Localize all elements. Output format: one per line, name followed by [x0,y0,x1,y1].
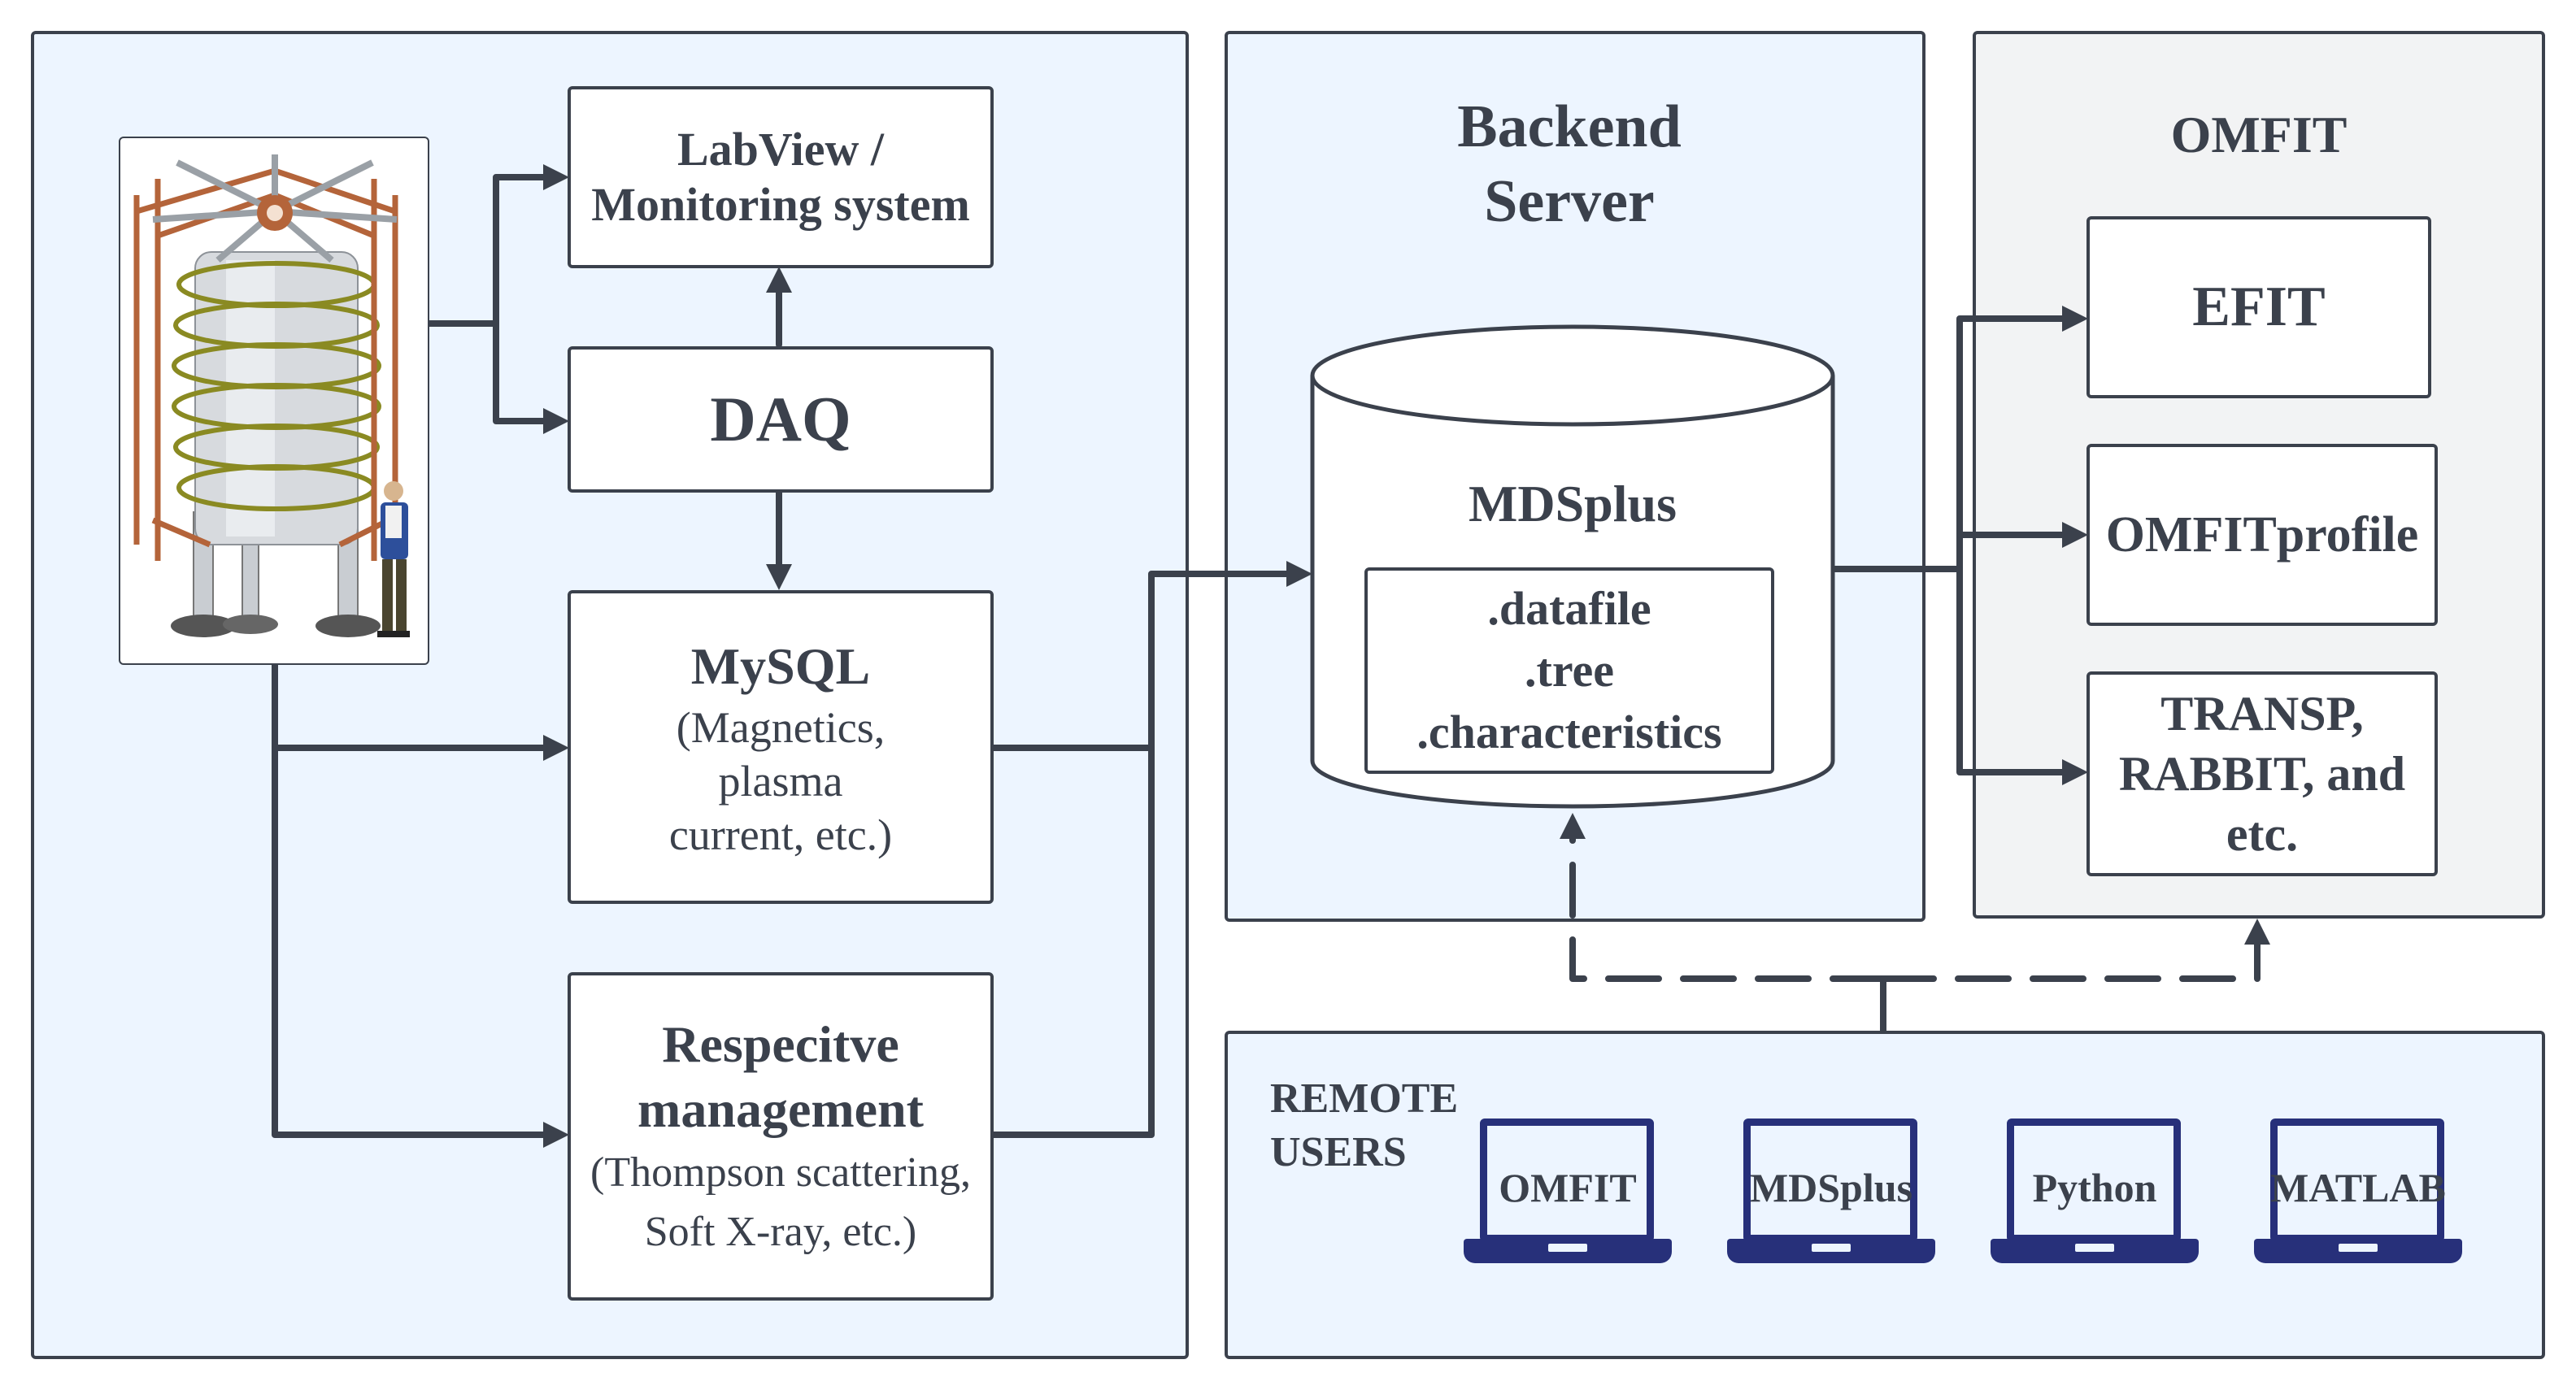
backend-title-2: Server [1484,168,1655,235]
laptop-icon [1743,1119,1917,1242]
laptop-icon [2270,1119,2444,1242]
laptop-omfit-label: OMFIT [1499,1165,1637,1210]
omfit-title: OMFIT [2170,106,2348,163]
respective-management-box: Respecitve management (Thompson scatteri… [568,972,994,1301]
transp-line-3: etc. [2226,807,2299,861]
efit-label: EFIT [2192,276,2326,338]
daq-label: DAQ [710,384,851,454]
omfitprofile-label: OMFITprofile [2105,506,2419,563]
labview-line-1: LabView / [677,123,885,176]
arrowhead-mysql [543,735,569,761]
mdsplus-to-efit-arrow [1956,315,2069,572]
laptop-mdsplus[interactable]: MDSplus [1727,1119,1935,1265]
device-to-daq-arrow [493,320,550,424]
arrowhead-efit [2062,306,2088,332]
arrowhead-mysql-down [766,564,792,590]
arrowhead-omfitprofile [2062,522,2088,548]
arrowhead-labview [543,164,569,190]
laptop-icon [1480,1119,1654,1242]
remote-users-title-2: USERS [1270,1129,1407,1175]
mysql-box: MySQL (Magnetics, plasma current, etc.) [568,590,994,904]
management-title-2: management [637,1080,924,1138]
daq-box: DAQ [568,346,994,493]
arrowhead-remote-omfit [2244,919,2270,945]
transp-line-1: TRANSP, [2160,687,2364,741]
laptop-python-label: Python [2032,1165,2157,1210]
person-figure [377,481,410,637]
mdsplus-label: MDSplus [1468,475,1677,532]
device-to-management-arrow [272,745,550,1138]
mysql-line-2: plasma [718,757,843,806]
management-title-1: Respecitve [662,1015,899,1073]
mdsplus-item-tree: .tree [1525,644,1614,697]
arrowhead-remote-mdsplus [1560,813,1586,839]
laptop-matlab[interactable]: MATLAB [2254,1119,2462,1265]
mysql-line-3: current, etc.) [668,810,893,859]
tokamak-device-illustration [119,137,429,665]
labview-line-2: Monitoring system [591,178,970,231]
device-drawing [133,154,410,637]
remote-users-title-1: REMOTE [1270,1075,1459,1122]
remote-to-mdsplus-dashed-arrow [1569,826,1886,982]
arrowhead-management [543,1122,569,1148]
arrowhead-daq [543,408,569,434]
laptop-icon [2007,1119,2181,1242]
backend-title-1: Backend [1457,93,1682,160]
mdsplus-item-datafile: .datafile [1487,582,1651,635]
arrowhead-transp [2062,759,2088,785]
arrowhead-mdsplus [1286,561,1312,587]
management-line-2: Soft X-ray, etc.) [644,1209,917,1255]
device-to-labview-arrow [426,174,550,327]
transp-line-2: RABBIT, and [2118,747,2406,801]
laptop-omfit[interactable]: OMFIT [1464,1119,1672,1265]
laptop-python[interactable]: Python [1991,1119,2199,1265]
labview-monitoring-box: LabView / Monitoring system [568,86,994,268]
transp-rabbit-box: TRANSP, RABBIT, and etc. [2086,671,2438,876]
mdsplus-item-characteristics: .characteristics [1416,706,1722,758]
efit-box: EFIT [2086,216,2431,398]
arrowhead-daq-up [766,267,792,293]
mdsplus-to-transp-arrow [1956,566,2069,775]
mdsplus-contents-box: .datafile .tree .characteristics [1364,567,1774,774]
device-to-mysql-arrow [272,662,550,751]
omfitprofile-box: OMFITprofile [2086,444,2438,626]
laptop-mdsplus-label: MDSplus [1749,1165,1913,1210]
laptop-matlab-label: MATLAB [2270,1165,2446,1210]
mysql-title: MySQL [690,637,871,695]
mysql-to-mdsplus-arrow [990,571,1293,751]
management-line-1: (Thompson scattering, [590,1149,971,1196]
remote-to-omfit-dashed-arrow [1880,932,2261,982]
management-to-mdsplus-arrow [990,745,1155,1138]
mysql-line-1: (Magnetics, [676,703,886,752]
